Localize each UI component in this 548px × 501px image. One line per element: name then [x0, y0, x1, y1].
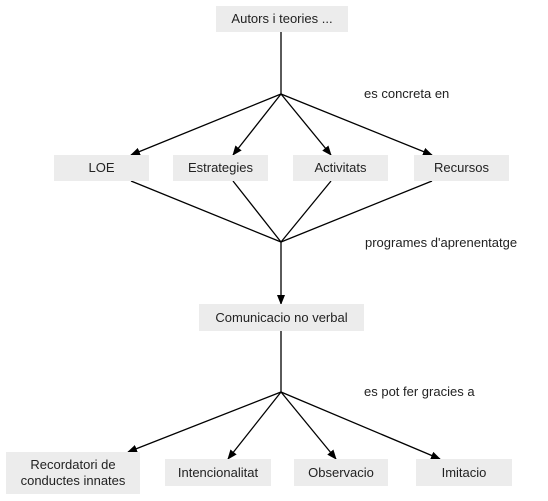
link-label-programes: programes d'aprenentatge	[365, 235, 518, 250]
node-activitats[interactable]: Activitats	[293, 155, 388, 181]
link-label-gracies: es pot fer gracies a	[364, 384, 475, 399]
edge-to-activitats	[280, 93, 332, 156]
edge-to-recordatori	[127, 391, 282, 453]
edge-estrategies-junction	[232, 180, 282, 243]
edge-loe-junction	[130, 180, 282, 243]
edge-to-loe	[130, 93, 282, 156]
edge-to-intencionalitat	[227, 391, 282, 460]
node-recursos[interactable]: Recursos	[414, 155, 509, 181]
link-label-concreta: es concreta en	[364, 86, 450, 101]
node-recordatori[interactable]: Recordatori de conductes innates	[6, 452, 140, 494]
node-estrategies[interactable]: Estrategies	[173, 155, 268, 181]
node-loe[interactable]: LOE	[54, 155, 149, 181]
node-imitacio[interactable]: Imitacio	[416, 459, 512, 486]
edge-activitats-junction	[280, 180, 332, 243]
node-intencionalitat[interactable]: Intencionalitat	[165, 459, 271, 486]
node-comunicacio[interactable]: Comunicacio no verbal	[199, 304, 364, 331]
edge-recursos-junction	[280, 180, 433, 243]
edge-to-estrategies	[232, 93, 282, 156]
node-observacio[interactable]: Observacio	[294, 459, 388, 486]
edge-to-imitacio	[280, 391, 441, 460]
edge-to-recursos	[280, 93, 433, 156]
edge-to-observacio	[280, 391, 337, 460]
node-autors[interactable]: Autors i teories ...	[216, 6, 348, 32]
